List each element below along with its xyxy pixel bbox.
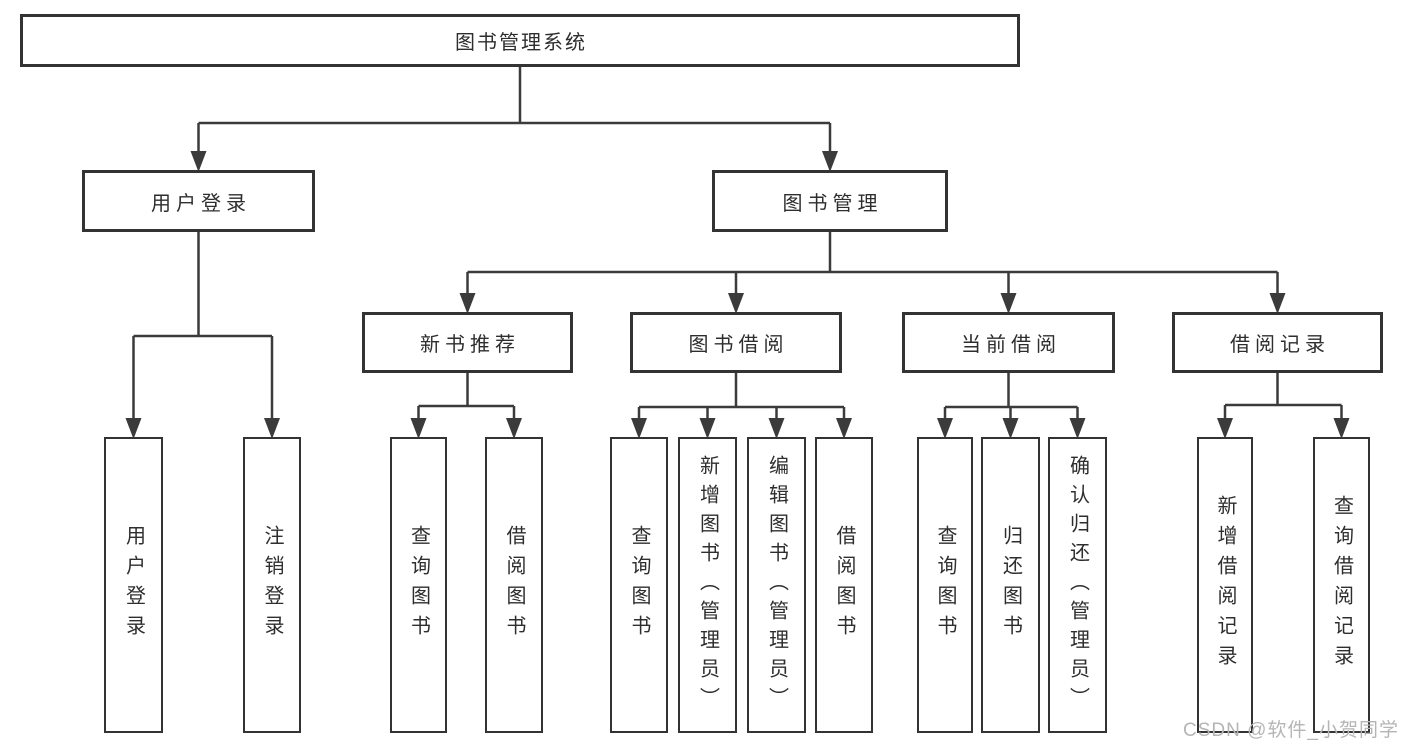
node-logout: 注销登录 [243,437,301,733]
node-user-login: 用户登录 [82,170,315,232]
watermark: CSDN @软件_小贺同学 [1183,720,1399,741]
node-label: 确认归还（管理员） [1066,454,1089,716]
node-rec-query-book: 查询图书 [390,437,447,733]
node-label: 新增借阅记录 [1214,495,1236,675]
node-bb-query-book: 查询图书 [610,437,668,733]
node-label: 注销登录 [261,525,283,645]
node-label: 查询借阅记录 [1330,495,1353,675]
node-new-book-rec: 新书推荐 [362,312,573,373]
node-label: 编辑图书（管理员） [765,454,788,716]
node-label: 归还图书 [999,525,1022,645]
node-label: 用户登录 [151,192,251,215]
node-label: 借阅图书 [503,525,525,645]
node-label: 当前借阅 [961,334,1061,356]
node-cb-return-book: 归还图书 [981,437,1040,733]
node-root: 图书管理系统 [20,14,1020,67]
node-rec-borrow-book: 借阅图书 [485,437,543,733]
node-label: 用户登录 [122,525,145,645]
node-login: 用户登录 [104,437,163,733]
node-label: 图书管理 [782,192,883,215]
node-label: 新增图书（管理员） [696,454,719,716]
node-br-add-record: 新增借阅记录 [1197,437,1253,733]
node-book-mgmt: 图书管理 [712,170,948,232]
node-cb-confirm-return: 确认归还（管理员） [1048,437,1107,733]
node-bb-add-book: 新增图书（管理员） [678,437,737,733]
node-label: 图书管理系统 [455,32,587,54]
node-label: 新书推荐 [420,334,520,356]
node-br-query-record: 查询借阅记录 [1313,437,1370,733]
node-borrow-records: 借阅记录 [1172,312,1383,373]
node-label: 图书借阅 [688,334,789,356]
node-book-borrow: 图书借阅 [630,312,842,373]
node-current-borrow: 当前借阅 [902,312,1115,373]
node-label: 查询图书 [628,525,650,645]
node-label: 查询图书 [934,525,956,645]
node-cb-query-book: 查询图书 [917,437,973,733]
node-label: 借阅图书 [833,525,855,645]
node-label: 借阅记录 [1230,334,1330,356]
node-label: 查询图书 [407,525,430,645]
node-bb-borrow-book: 借阅图书 [815,437,873,733]
node-bb-edit-book: 编辑图书（管理员） [747,437,806,733]
